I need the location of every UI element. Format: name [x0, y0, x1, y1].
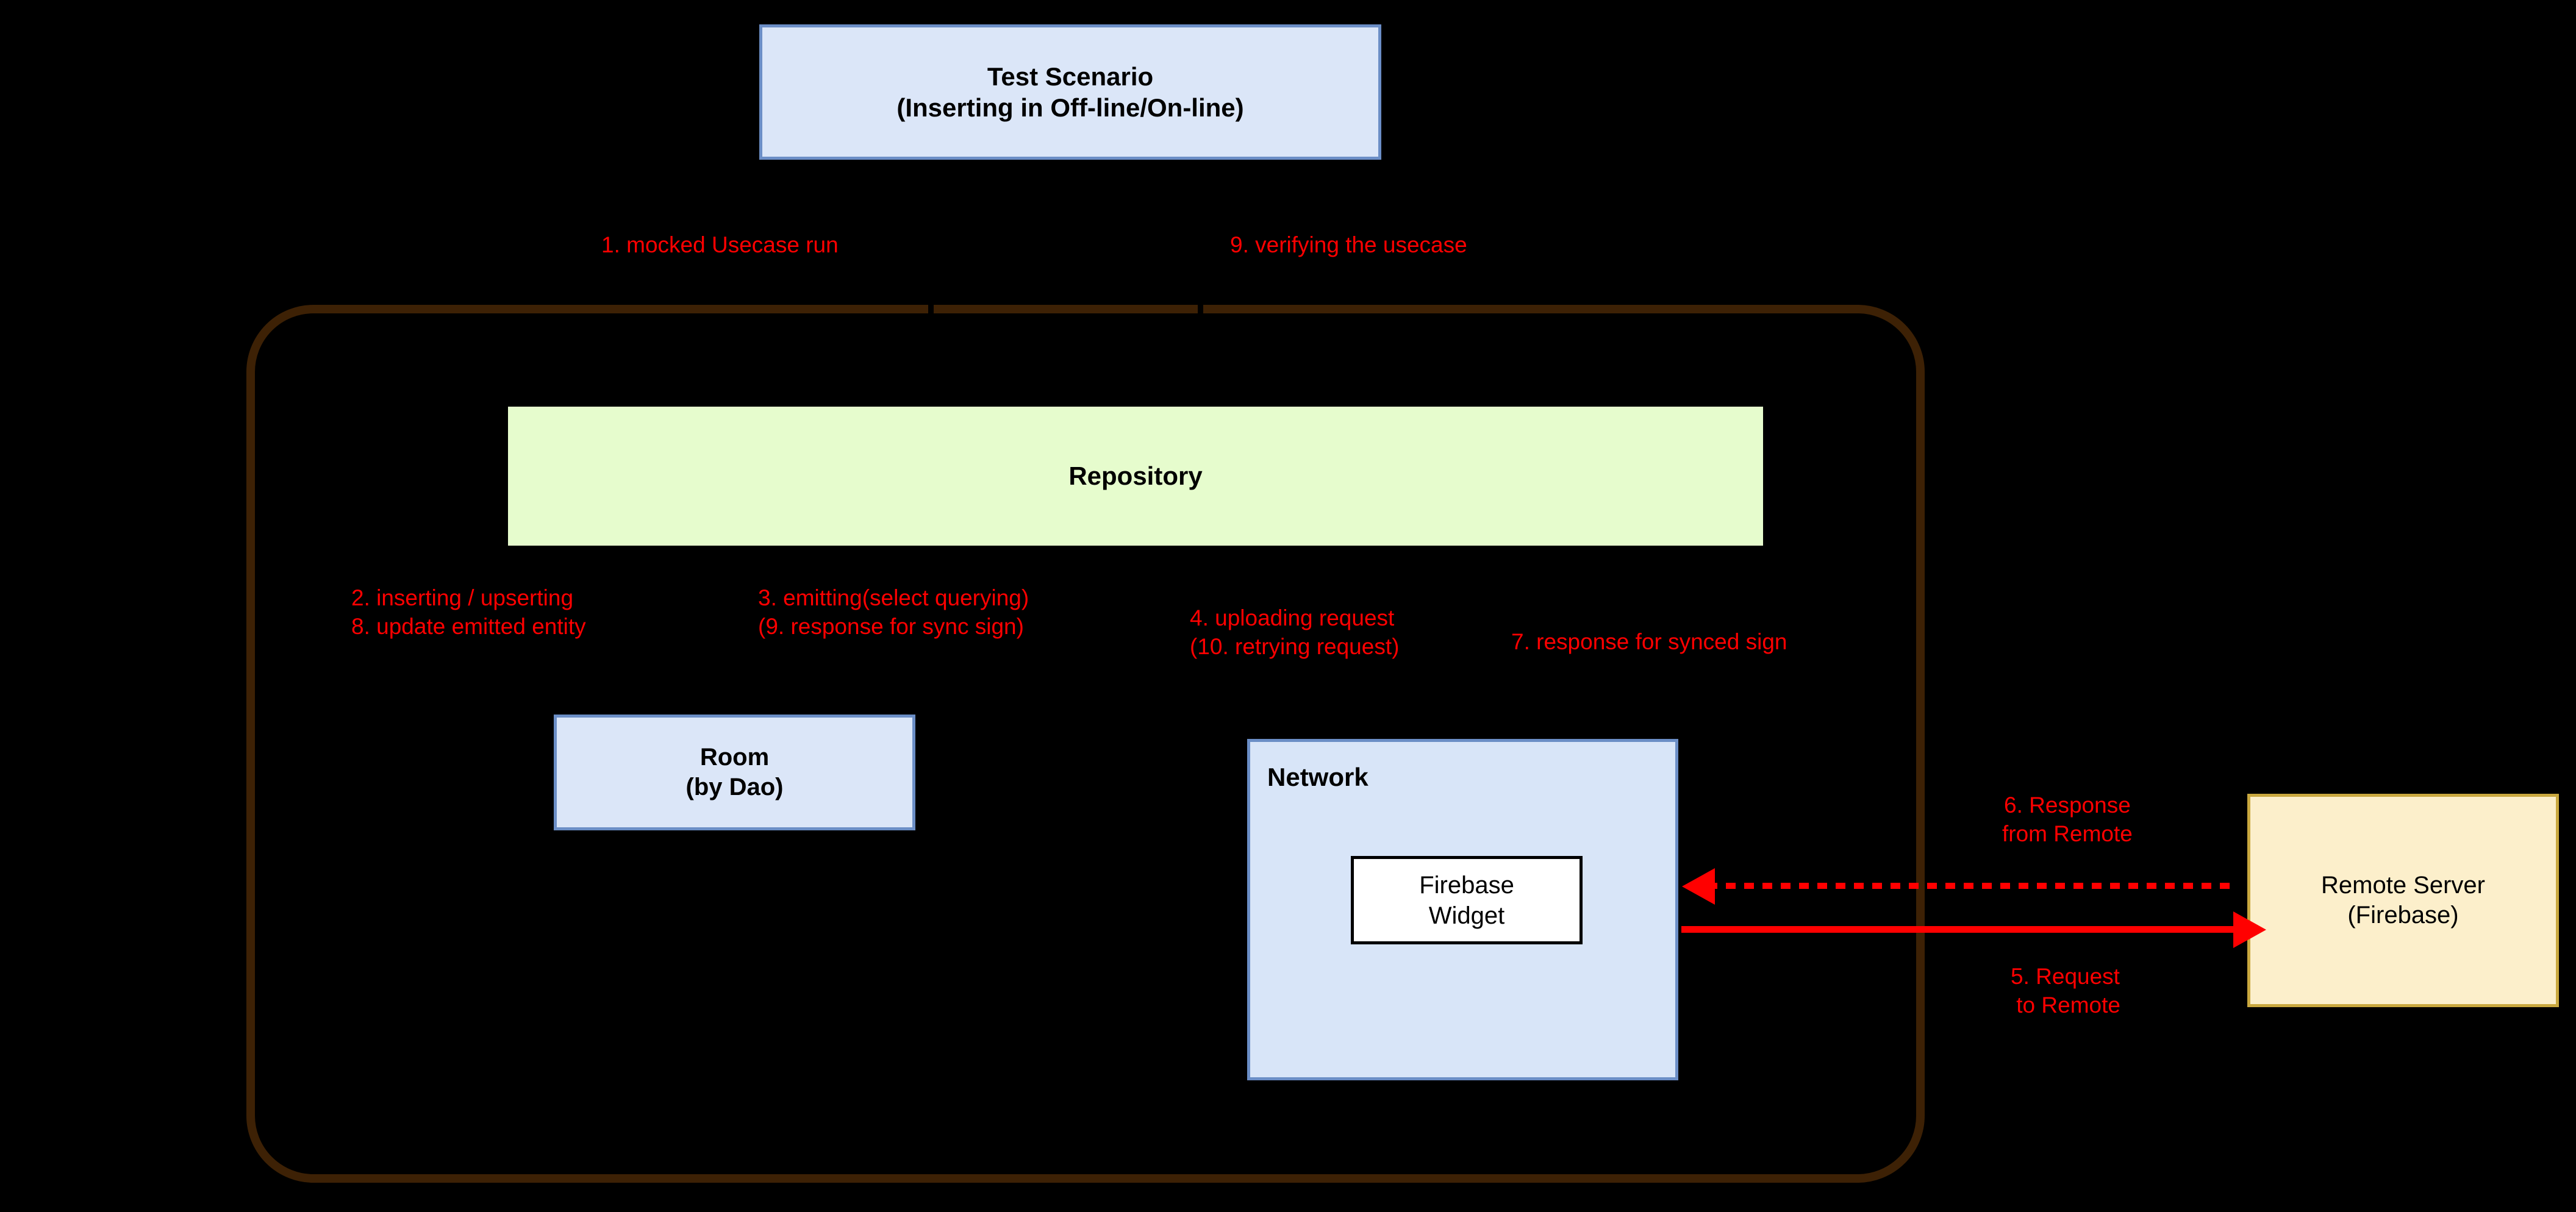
container-border-gap-left: [928, 301, 934, 317]
room-title: Room: [699, 744, 770, 771]
arrow-response-from-remote-head-icon: [1682, 868, 1715, 905]
remote-server-box: Remote Server (Firebase): [2247, 794, 2559, 1007]
container-border-gap-right: [1198, 301, 1203, 317]
connector-line-right: [1199, 160, 1201, 306]
annotation-step-5: 5. Request to Remote: [2011, 964, 2120, 1018]
remote-server-title: Remote Server: [2321, 872, 2485, 899]
firebase-widget-subtitle: Widget: [1428, 902, 1505, 929]
arrow-request-to-remote-head-icon: [2233, 911, 2266, 948]
remote-server-subtitle: (Firebase): [2347, 902, 2459, 929]
annotation-step-6: 6. Response from Remote: [2002, 793, 2133, 847]
annotation-step-7: 7. response for synced sign: [1511, 629, 1787, 654]
annotation-step-2-8: 2. inserting / upserting 8. update emitt…: [351, 585, 586, 640]
annotation-step-3-9: 3. emitting(select querying) (9. respons…: [758, 585, 1029, 640]
test-scenario-box: Test Scenario (Inserting in Off-line/On-…: [759, 24, 1381, 160]
app-boundary-container: [246, 305, 1925, 1183]
test-scenario-title: Test Scenario: [987, 62, 1154, 91]
network-label: Network: [1267, 763, 1368, 791]
network-box: Network Firebase Widget: [1247, 739, 1678, 1080]
room-subtitle: (by Dao): [685, 774, 784, 800]
annotation-step-4-10: 4. uploading request (10. retrying reque…: [1190, 605, 1400, 660]
test-scenario-subtitle: (Inserting in Off-line/On-line): [896, 93, 1244, 122]
annotation-step-1: 1. mocked Usecase run: [601, 232, 839, 257]
arrow-request-to-remote: [1681, 926, 2240, 933]
annotation-step-9: 9. verifying the usecase: [1230, 232, 1467, 257]
repository-label: Repository: [1068, 462, 1203, 491]
firebase-widget-title: Firebase: [1419, 871, 1514, 899]
connector-line-left: [929, 160, 932, 306]
repository-box: Repository: [508, 407, 1763, 546]
arrow-response-from-remote: [1708, 883, 2236, 889]
firebase-widget-box: Firebase Widget: [1351, 856, 1583, 944]
room-box: Room (by Dao): [554, 715, 915, 830]
